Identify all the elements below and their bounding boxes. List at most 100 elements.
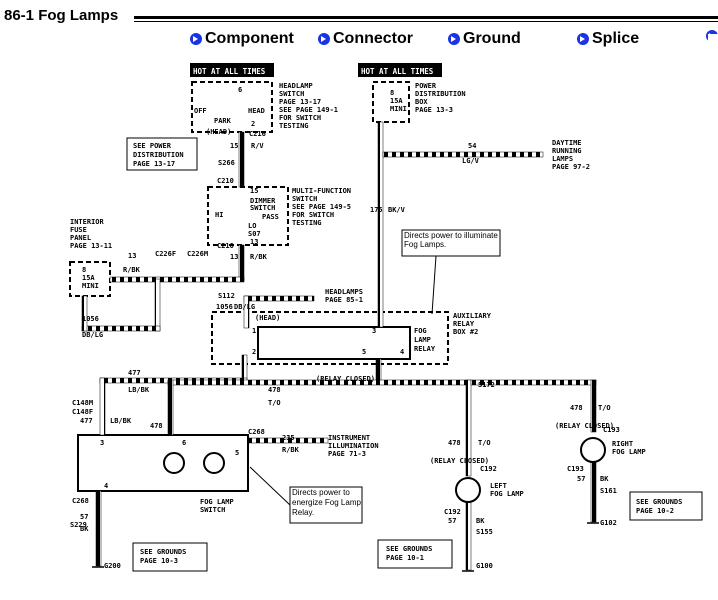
- nav-bar: Component Connector Ground Splice: [0, 30, 718, 52]
- pdb-fuse: 8: [390, 89, 394, 97]
- headlamp-switch-label: SWITCH: [279, 90, 304, 98]
- ifp-label: PANEL: [70, 234, 91, 242]
- drl-circuit: 54: [468, 142, 476, 150]
- see-pdb-label: PAGE 13-17: [133, 160, 175, 168]
- relay-pin: 1: [252, 327, 256, 335]
- mfs-inner: SWITCH: [250, 204, 275, 212]
- hs-pin: 2: [251, 120, 255, 128]
- pdb-label: DISTRIBUTION: [415, 90, 466, 98]
- ground-id: G200: [104, 562, 121, 570]
- mfs-inner: HI: [215, 211, 223, 219]
- ground-id: G100: [476, 562, 493, 570]
- nav-ground-link[interactable]: Ground: [448, 30, 521, 48]
- fog-switch-label: SWITCH: [200, 506, 225, 514]
- connector-label: S161: [600, 487, 617, 495]
- hot-label-1: HOT AT ALL TIMES: [193, 67, 266, 76]
- ground-note: PAGE 10-2: [636, 507, 674, 515]
- ifp-fuse: MINI: [82, 282, 99, 290]
- mfs-label: MULTI-FUNCTION: [292, 187, 351, 195]
- wire-label: R/BK: [123, 266, 141, 274]
- arrow-circle-icon: [577, 33, 589, 45]
- wire-label: T/O: [268, 399, 281, 407]
- connector-label: C192: [444, 508, 461, 516]
- headlamp-switch-label: TESTING: [279, 122, 309, 130]
- connector-label: C148M: [72, 399, 93, 407]
- nav-label: Splice: [592, 30, 640, 47]
- nav-splice-link[interactable]: Splice: [577, 30, 639, 48]
- misc-label: (RELAY CLOSED): [316, 375, 375, 383]
- connector-label: C192: [480, 465, 497, 473]
- drl-label: RUNNING: [552, 147, 582, 155]
- arb-label: RELAY: [453, 320, 475, 328]
- headlamp-switch-label: PAGE 13-17: [279, 98, 321, 106]
- relay-pin: 3: [372, 327, 376, 335]
- drl-label: LAMPS: [552, 155, 573, 163]
- switch-pos: PARK: [214, 117, 232, 125]
- mfs-inner: PASS: [262, 213, 279, 221]
- instrument-label: ILLUMINATION: [328, 442, 379, 450]
- wire-label: 478: [448, 439, 461, 447]
- page-title: 86-1 Fog Lamps: [4, 7, 119, 24]
- relay-label: FOG: [414, 327, 427, 335]
- nav-connector-link[interactable]: Connector: [318, 30, 413, 48]
- ifp-fuse: 8: [82, 266, 86, 274]
- misc-label: (RELAY CLOSED): [555, 422, 614, 430]
- mfs-pin: 13: [250, 238, 258, 246]
- wire-label: DB/LG: [234, 303, 255, 311]
- ground-note: SEE GROUNDS: [386, 545, 432, 553]
- mfs-box: [207, 186, 289, 246]
- ifp-label: FUSE: [70, 226, 87, 234]
- ground-note: SEE GROUNDS: [140, 548, 186, 556]
- nav-label: Component: [205, 30, 294, 47]
- connector-label: S112: [218, 292, 235, 300]
- mfs-label: FOR SWITCH: [292, 211, 334, 219]
- ground-note: SEE GROUNDS: [636, 498, 682, 506]
- mfs-inner: LO: [248, 222, 256, 230]
- wire-label: 478: [570, 404, 583, 412]
- mfs-inner: DIMMER: [250, 197, 276, 205]
- connector-label: C226F: [155, 250, 176, 258]
- drl-label: DAYTIME: [552, 139, 582, 147]
- wire-label: R/BK: [282, 446, 300, 454]
- left-fog-label: LEFT: [490, 482, 507, 490]
- wire-label: 15: [230, 142, 238, 150]
- wire-label: 235: [282, 434, 295, 442]
- nav-label: Connector: [333, 30, 413, 47]
- arrow-circle-icon: [448, 33, 460, 45]
- switch-pin: 4: [104, 482, 108, 490]
- connector-label: S229: [70, 521, 87, 529]
- callout-fog-lamps: Directs power to illuminate Fog Lamps.: [404, 231, 498, 249]
- left-fog-label: FOG LAMP: [490, 490, 524, 498]
- arb-label: AUXILIARY: [453, 312, 492, 320]
- headlamp-switch-label: HEADLAMP: [279, 82, 313, 90]
- wire-label: 57: [448, 517, 456, 525]
- connector-label: C226M: [187, 250, 208, 258]
- right-fog-label: RIGHT: [612, 440, 633, 448]
- connector-label: C193: [603, 426, 620, 434]
- headlamp-switch-label: SEE PAGE 149-1: [279, 106, 338, 114]
- see-pdb-label: SEE POWER: [133, 142, 172, 150]
- see-pdb-label: DISTRIBUTION: [133, 151, 184, 159]
- headlamps-label: PAGE 85-1: [325, 296, 363, 304]
- wire-label: R/BK: [250, 253, 268, 261]
- relay-pin: 5: [362, 348, 366, 356]
- relay-label: RELAY: [414, 345, 436, 353]
- connector-label: S266: [218, 159, 235, 167]
- wire-label: 1056: [82, 315, 99, 323]
- misc-label: (HEAD): [255, 314, 280, 322]
- wire-label: 175: [370, 206, 383, 214]
- switch-pin: 6: [182, 439, 186, 447]
- mfs-inner: S07: [248, 230, 261, 238]
- wire-label: T/O: [598, 404, 611, 412]
- nav-component-link[interactable]: Component: [190, 30, 294, 48]
- connector-label: C193: [567, 465, 584, 473]
- misc-label: (RELAY CLOSED): [430, 457, 489, 465]
- wire-label: 477: [80, 417, 93, 425]
- ground-id: G102: [600, 519, 617, 527]
- wiring-diagram: HOT AT ALL TIMES HOT AT ALL TIMES Direct…: [69, 63, 703, 572]
- headlamp-switch-label: FOR SWITCH: [279, 114, 321, 122]
- mfs-label: SEE PAGE 149-5: [292, 203, 351, 211]
- title-rule: [134, 16, 718, 19]
- relay-label: LAMP: [414, 336, 431, 344]
- drl-label: PAGE 97-2: [552, 163, 590, 171]
